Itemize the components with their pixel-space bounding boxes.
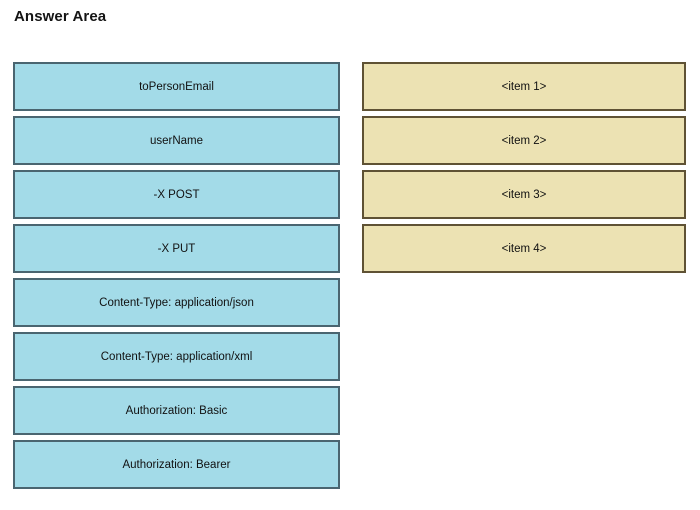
source-option-label: userName <box>149 134 204 147</box>
drop-target-label: <item 3> <box>501 188 547 201</box>
source-option-7[interactable]: Authorization: Basic <box>13 386 340 435</box>
source-option-6[interactable]: Content-Type: application/xml <box>13 332 340 381</box>
drop-target-4[interactable]: <item 4> <box>362 224 686 273</box>
drop-target-3[interactable]: <item 3> <box>362 170 686 219</box>
source-option-label: Content-Type: application/json <box>99 296 254 309</box>
source-option-label: Content-Type: application/xml <box>100 350 253 363</box>
source-option-2[interactable]: userName <box>13 116 340 165</box>
source-option-label: -X POST <box>153 188 200 201</box>
source-options-list: toPersonEmail userName -X POST -X PUT Co… <box>13 62 340 489</box>
source-option-label: Authorization: Basic <box>125 404 228 417</box>
source-option-label: Authorization: Bearer <box>122 458 231 471</box>
drop-target-1[interactable]: <item 1> <box>362 62 686 111</box>
source-option-1[interactable]: toPersonEmail <box>13 62 340 111</box>
source-option-label: toPersonEmail <box>139 80 214 93</box>
source-option-5[interactable]: Content-Type: application/json <box>13 278 340 327</box>
drop-target-list: <item 1> <item 2> <item 3> <item 4> <box>362 62 686 273</box>
drop-target-label: <item 2> <box>501 134 547 147</box>
source-option-label: -X PUT <box>157 242 196 255</box>
source-option-4[interactable]: -X PUT <box>13 224 340 273</box>
drop-target-label: <item 1> <box>501 80 547 93</box>
source-option-3[interactable]: -X POST <box>13 170 340 219</box>
drop-target-2[interactable]: <item 2> <box>362 116 686 165</box>
page-title: Answer Area <box>14 8 107 25</box>
source-option-8[interactable]: Authorization: Bearer <box>13 440 340 489</box>
drop-target-label: <item 4> <box>501 242 547 255</box>
